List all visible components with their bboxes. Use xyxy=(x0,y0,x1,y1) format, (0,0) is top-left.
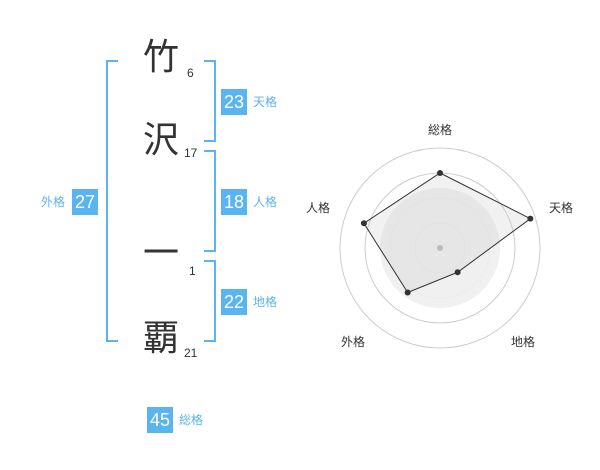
name-char-3: 一 xyxy=(142,233,179,274)
tenkaku-label: 天格 xyxy=(253,95,278,109)
radar-point-3 xyxy=(454,269,461,276)
tenkaku-bracket xyxy=(204,60,216,142)
radar-axis-label-jinkaku: 人格 xyxy=(306,201,331,215)
radar-axis-label-gaikaku: 外格 xyxy=(341,335,366,349)
radar-point-2 xyxy=(527,215,534,222)
tenkaku-value: 23 xyxy=(221,89,247,115)
soukaku-label: 総格 xyxy=(179,413,204,427)
radar-axis-label-tenkaku: 天格 xyxy=(549,201,574,215)
name-char-4: 覇 xyxy=(142,318,179,359)
jinkaku-value: 18 xyxy=(221,189,247,215)
radar-point-4 xyxy=(404,289,411,296)
gaikaku-value: 27 xyxy=(72,189,98,215)
jinkaku-bracket xyxy=(204,150,216,252)
stroke-count-3: 1 xyxy=(189,264,196,278)
radar-series-polygon xyxy=(363,172,532,294)
name-char-2: 沢 xyxy=(142,120,179,161)
radar-point-1 xyxy=(437,170,443,176)
chikaku-label: 地格 xyxy=(253,295,278,309)
stroke-count-4: 21 xyxy=(184,346,198,360)
chikaku-bracket xyxy=(204,260,216,342)
jinkaku-label: 人格 xyxy=(253,195,278,209)
radar-point-5 xyxy=(360,220,367,227)
radar-center-dot xyxy=(437,245,443,251)
stroke-count-2: 17 xyxy=(184,146,198,160)
name-char-1: 竹 xyxy=(142,37,179,78)
chikaku-value: 22 xyxy=(221,289,247,315)
gaikaku-bracket xyxy=(106,60,118,342)
gaikaku-label: 外格 xyxy=(41,195,66,209)
radar-axis-label-chikaku: 地格 xyxy=(511,335,536,349)
radar-axis-label-soukaku: 総格 xyxy=(428,123,453,137)
stroke-count-1: 6 xyxy=(187,66,194,80)
radar-grid-ring xyxy=(339,147,541,349)
soukaku-value: 45 xyxy=(147,407,173,433)
